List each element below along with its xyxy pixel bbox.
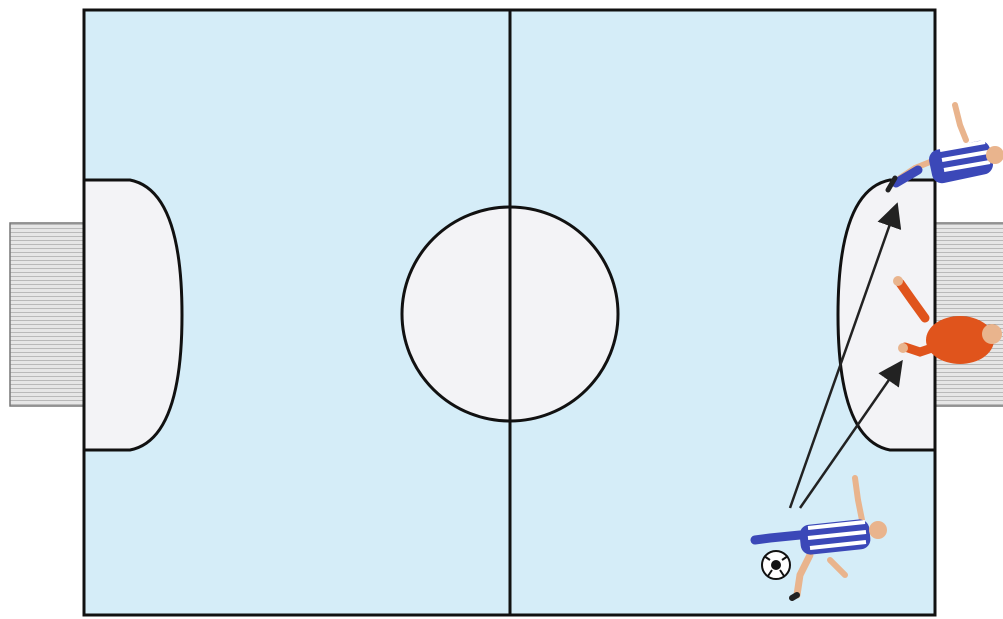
- left-penalty-area: [84, 180, 182, 450]
- ball: [762, 551, 790, 579]
- right-goal: [935, 223, 1003, 406]
- left-goal: [10, 223, 84, 406]
